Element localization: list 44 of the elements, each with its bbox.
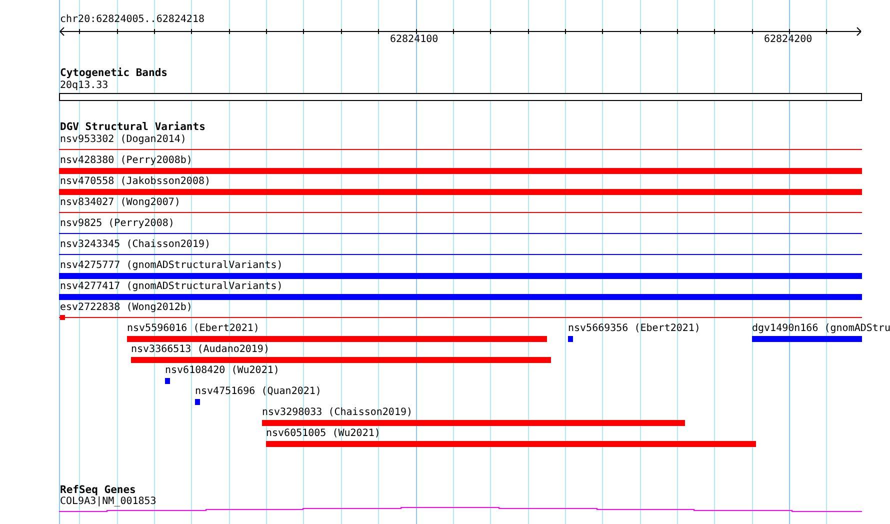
variant-feature — [752, 323, 890, 342]
variant-label: nsv470558 (Jakobsson2008) — [60, 176, 211, 188]
variant-label: nsv428380 (Perry2008b) — [60, 155, 192, 167]
variant-label: nsv834027 (Wong2007) — [60, 197, 180, 209]
variant-label: nsv3298033 (Chaisson2019) — [262, 407, 413, 419]
variant-feature — [568, 323, 700, 342]
track-heading: DGV Structural Variants — [60, 121, 206, 133]
variant-label: nsv5669356 (Ebert2021) — [568, 323, 700, 335]
variant-feature — [266, 428, 756, 447]
variant-label: nsv5596016 (Ebert2021) — [127, 323, 260, 335]
variant-label: nsv4751696 (Quan2021) — [195, 386, 322, 398]
variant-feature — [59, 302, 862, 320]
variant-label: nsv3243345 (Chaisson2019) — [60, 239, 211, 251]
variant-label: nsv4277417 (gnomADStructuralVariants) — [60, 281, 283, 293]
variant-feature — [127, 323, 547, 342]
variant-label: nsv953302 (Dogan2014) — [60, 134, 186, 146]
tick-label: 62824200 — [764, 34, 812, 46]
variant-label: nsv3366513 (Audano2019) — [131, 344, 270, 356]
variant-feature — [195, 386, 322, 405]
variant-feature — [59, 281, 862, 300]
variant-label: nsv9825 (Perry2008) — [60, 218, 174, 230]
variant-feature — [131, 344, 551, 363]
gene-label: COL9A3|NM_001853 — [60, 496, 156, 508]
coordinate-range-label: chr20:62824005..62824218 — [60, 14, 204, 26]
gene-feature — [59, 496, 862, 514]
track-heading: RefSeq Genes — [60, 484, 136, 496]
track-heading: Cytogenetic Bands — [60, 67, 168, 79]
variant-label: nsv4275777 (gnomADStructuralVariants) — [60, 260, 283, 272]
variant-label: nsv6051005 (Wu2021) — [266, 428, 380, 440]
variant-feature — [59, 260, 862, 279]
variant-feature — [59, 134, 862, 150]
variant-feature — [262, 407, 685, 426]
tick-label: 62824100 — [390, 34, 438, 46]
variant-feature — [59, 218, 862, 234]
band-label: 20q13.33 — [60, 80, 108, 92]
variant-label: esv2722838 (Wong2012b) — [60, 302, 192, 314]
variant-feature — [59, 176, 862, 195]
variant-feature — [59, 155, 862, 174]
variant-feature — [59, 197, 862, 213]
variant-label: dgv1490n166 (gnomADStru — [752, 323, 890, 335]
variant-label: nsv6108420 (Wu2021) — [165, 365, 280, 377]
variant-feature — [165, 365, 280, 384]
cytoband-feature — [59, 80, 862, 101]
variant-feature — [59, 239, 862, 255]
